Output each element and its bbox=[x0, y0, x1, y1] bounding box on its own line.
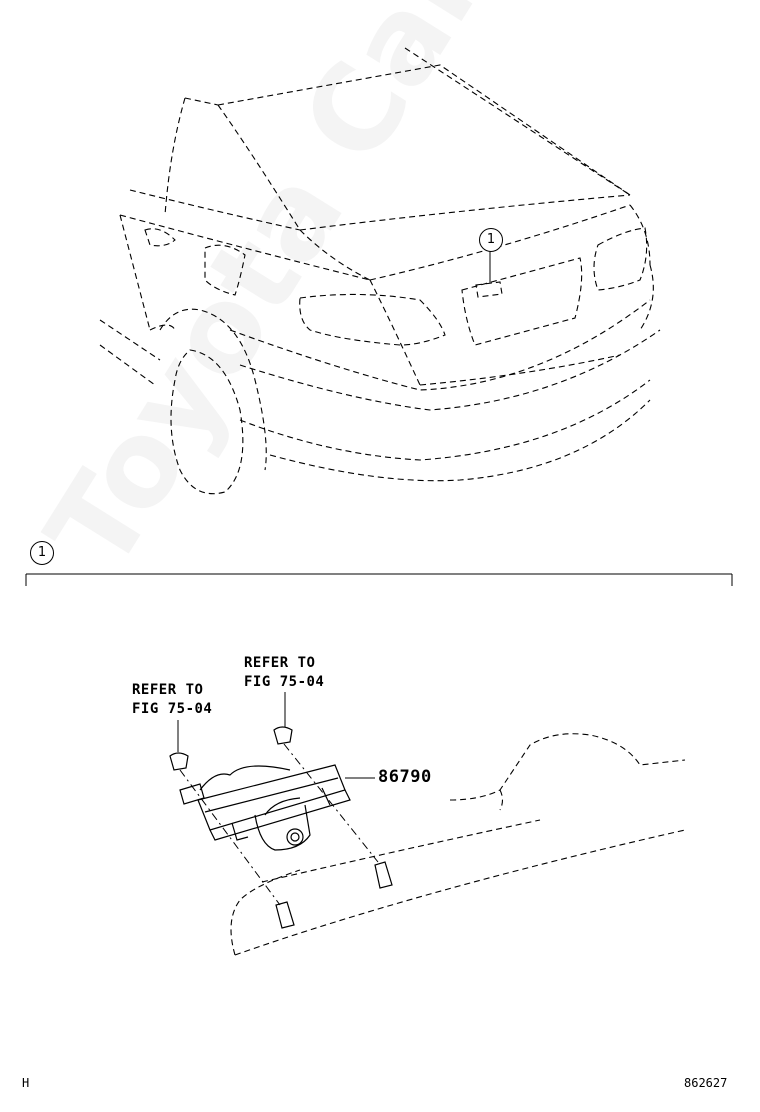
refer-label-right-line1: REFER TO bbox=[244, 655, 316, 671]
car-callout-1: 1 bbox=[479, 228, 503, 252]
car-outline bbox=[99, 47, 661, 495]
refer-label-right-line2: FIG 75-04 bbox=[244, 674, 325, 690]
section-callout-1: 1 bbox=[30, 541, 54, 565]
trunk-detail bbox=[230, 733, 686, 956]
refer-label-left-line1: REFER TO bbox=[132, 682, 204, 698]
camera-assembly bbox=[169, 726, 393, 929]
part-number-label: 86790 bbox=[378, 767, 432, 787]
footer-left-code: H bbox=[22, 1076, 30, 1090]
refer-label-left-line2: FIG 75-04 bbox=[132, 701, 213, 717]
figure-id: 862627 bbox=[684, 1076, 728, 1090]
label-leaders bbox=[177, 692, 375, 779]
install-lines bbox=[179, 743, 379, 906]
section-bracket bbox=[25, 573, 733, 586]
